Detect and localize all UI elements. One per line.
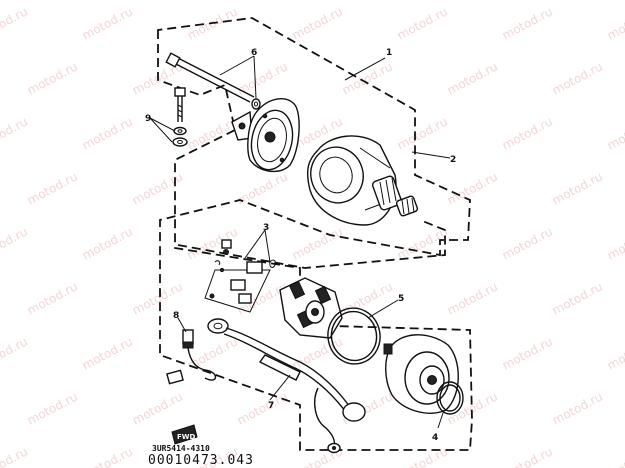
brush-kit xyxy=(204,239,276,313)
forward-arrow-icon: FWD xyxy=(171,424,198,445)
watermark-text: motod.ru xyxy=(130,169,185,207)
watermark-text: motod.ru xyxy=(80,444,135,468)
watermark-text: motod.ru xyxy=(0,4,30,42)
watermark-text: motod.ru xyxy=(395,4,450,42)
watermark-text: motod.ru xyxy=(0,334,30,372)
watermark-text: motod.ru xyxy=(500,224,555,262)
armature-group-boundary xyxy=(177,219,446,269)
watermark-text: motod.ru xyxy=(80,4,135,42)
watermark-text: motod.ru xyxy=(25,169,80,207)
watermark-text: motod.ru xyxy=(550,279,605,317)
watermark-text: motod.ru xyxy=(445,59,500,97)
part-code: 3UR5414-4310 xyxy=(152,444,210,453)
watermark-text: motod.ru xyxy=(550,169,605,207)
front-cover xyxy=(231,97,300,173)
leader-lines xyxy=(149,55,451,429)
callout-1: 1 xyxy=(386,48,392,58)
watermark-text: motod.ru xyxy=(235,389,290,427)
watermark-text: motod.ru xyxy=(130,389,185,427)
watermark-text: motod.ru xyxy=(605,114,625,152)
brush-holder xyxy=(279,277,343,339)
watermark-text: motod.ru xyxy=(290,4,345,42)
callout-5: 5 xyxy=(398,294,404,304)
watermark-text: motod.ru xyxy=(500,444,555,468)
fwd-label: FWD xyxy=(177,433,196,441)
watermark-text: motod.ru xyxy=(0,444,30,468)
callout-3: 3 xyxy=(263,223,269,233)
watermark-text: motod.ru xyxy=(445,169,500,207)
watermark-text: motod.ru xyxy=(605,334,625,372)
watermark-text: motod.ru xyxy=(500,334,555,372)
small-o-ring xyxy=(436,381,464,415)
watermark-text: motod.ru xyxy=(395,224,450,262)
callout-7: 7 xyxy=(268,401,274,411)
watermark-text: motod.ru xyxy=(550,389,605,427)
rear-cover xyxy=(383,334,459,414)
watermark-text: motod.ru xyxy=(80,224,135,262)
callout-6: 6 xyxy=(251,48,257,58)
diagram-code: 00010473.043 xyxy=(148,453,254,468)
watermark-text: motod.ru xyxy=(290,334,345,372)
watermark-text: motod.ru xyxy=(80,334,135,372)
callout-4: 4 xyxy=(432,433,438,443)
watermark-text: motod.ru xyxy=(235,169,290,207)
yoke-assembly xyxy=(306,135,419,226)
watermark-text: motod.ru xyxy=(500,4,555,42)
lead-wire xyxy=(166,329,217,385)
assembly-1-boundary xyxy=(157,17,473,451)
watermark-text: motod.ru xyxy=(395,114,450,152)
mounting-bolt xyxy=(172,87,188,147)
watermark-text: motod.ru xyxy=(395,444,450,468)
watermark-text: motod.ru xyxy=(605,444,625,468)
watermark-text: motod.ru xyxy=(605,4,625,42)
watermark-text: motod.ru xyxy=(500,114,555,152)
watermark-text: motod.ru xyxy=(25,59,80,97)
watermark-text: motod.ru xyxy=(550,59,605,97)
through-bolt xyxy=(165,52,261,110)
callout-9: 9 xyxy=(145,114,151,124)
o-ring xyxy=(327,307,381,365)
watermark-text: motod.ru xyxy=(605,224,625,262)
callout-8: 8 xyxy=(173,311,179,321)
watermark-text: motod.ru xyxy=(0,224,30,262)
watermark-text: motod.ru xyxy=(445,279,500,317)
callout-2: 2 xyxy=(450,155,456,165)
watermark-text: motod.ru xyxy=(80,114,135,152)
watermark-text: motod.ru xyxy=(25,279,80,317)
watermark-text: motod.ru xyxy=(25,389,80,427)
watermark-text: motod.ru xyxy=(0,114,30,152)
starter-cable xyxy=(207,318,366,454)
watermark-text: motod.ru xyxy=(185,114,240,152)
